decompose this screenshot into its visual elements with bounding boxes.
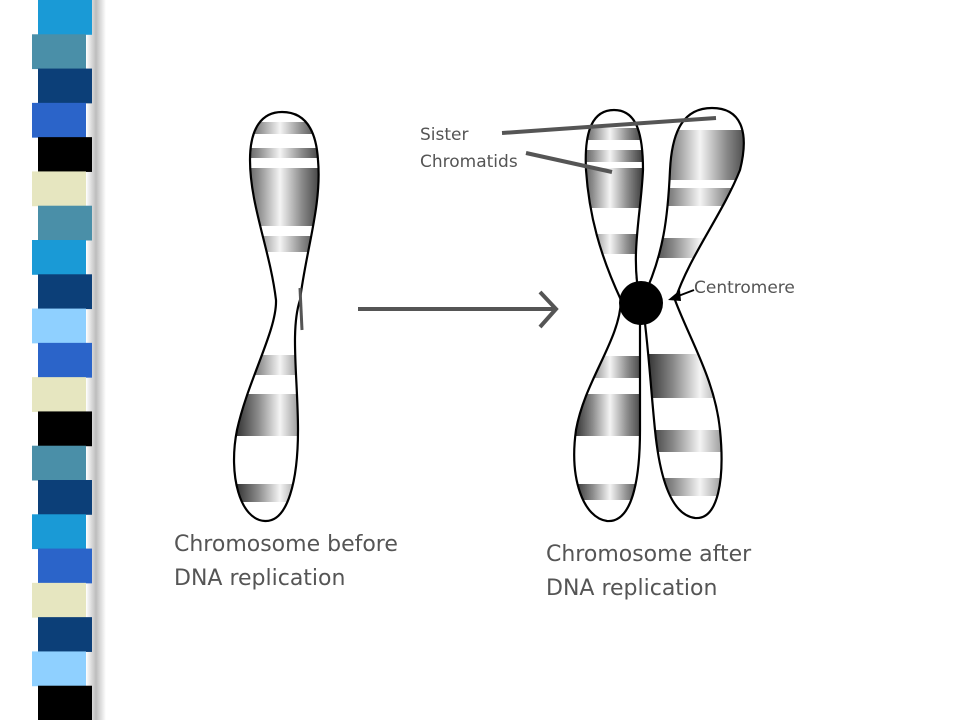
strip-square [38, 137, 92, 172]
sister-chromatids-label: Sister Chromatids [420, 122, 518, 176]
strip-square [32, 582, 86, 618]
strip-square [38, 617, 92, 652]
strip-square [38, 0, 92, 35]
replication-arrow [358, 290, 559, 329]
before-caption-line2: DNA replication [174, 566, 346, 591]
strip-square [38, 274, 92, 310]
strip-square [32, 308, 86, 344]
before-caption-line1: Chromosome before [174, 532, 398, 557]
strip-square [32, 102, 86, 138]
strip-square [38, 548, 92, 584]
strip-square [32, 240, 86, 275]
strip-square [38, 342, 92, 378]
after-caption-line1: Chromosome after [546, 542, 752, 567]
sister-label-line2: Chromatids [420, 152, 518, 172]
strip-square [32, 34, 86, 70]
decorative-strip [32, 0, 106, 720]
strip-square [38, 480, 92, 515]
chromosome-after [501, 106, 745, 523]
strip-square [38, 685, 92, 720]
after-caption-line2: DNA replication [546, 576, 718, 601]
centromere-label: Centromere [694, 278, 795, 298]
chromosome-before [233, 110, 320, 523]
strip-square [38, 205, 92, 241]
strip-square [32, 445, 86, 481]
strip-square [32, 651, 86, 687]
strip-square [32, 514, 86, 550]
after-caption: Chromosome after DNA replication [546, 538, 751, 606]
strip-square [32, 377, 86, 412]
strip-square [38, 411, 92, 447]
before-caption: Chromosome before DNA replication [174, 528, 398, 596]
centromere-dot [619, 281, 663, 325]
strip-square [38, 68, 92, 104]
strip-square [32, 171, 86, 207]
sister-label-line1: Sister [420, 125, 469, 145]
